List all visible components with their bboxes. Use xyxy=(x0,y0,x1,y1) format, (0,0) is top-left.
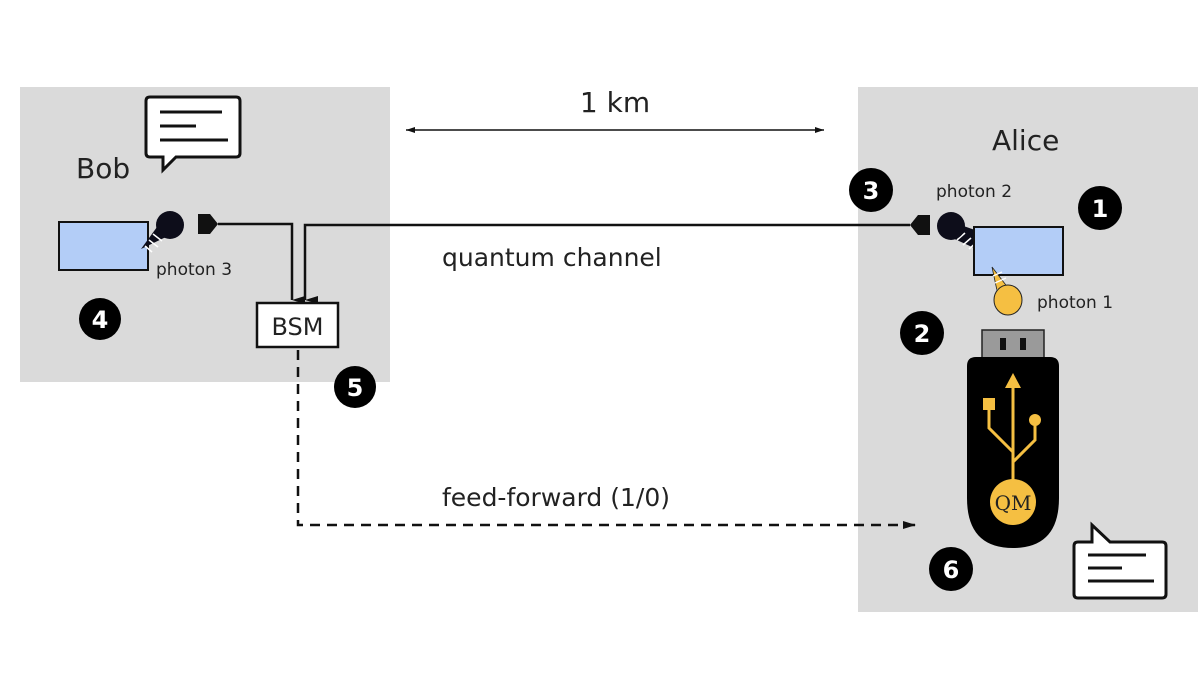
step-marker-1: 1 xyxy=(1078,186,1122,230)
svg-text:6: 6 xyxy=(943,556,960,584)
distance-label: 1 km xyxy=(580,86,650,119)
svg-text:5: 5 xyxy=(347,374,364,402)
feedforward-line xyxy=(296,350,916,529)
bob-fiber xyxy=(218,222,305,304)
bob-message-icon xyxy=(144,95,242,174)
quantum-memory-badge xyxy=(990,479,1036,525)
quantum-memory-label: QM xyxy=(995,491,1032,515)
photon-3-icon xyxy=(141,211,184,253)
step-marker-4: 4 xyxy=(79,298,121,340)
svg-text:2: 2 xyxy=(914,320,931,348)
alice-label: Alice xyxy=(992,124,1059,157)
photon-2-label: photon 2 xyxy=(936,182,1012,202)
svg-text:4: 4 xyxy=(92,306,109,334)
alice-fiber-connector xyxy=(910,215,930,235)
bob-photon-source xyxy=(58,221,149,271)
bob-label: Bob xyxy=(76,152,130,185)
photon-1-label: photon 1 xyxy=(1037,293,1113,313)
alice-photon-source xyxy=(973,226,1064,276)
quantum-memory-usb-icon: QM xyxy=(967,329,1059,548)
photon-1-icon xyxy=(991,266,1023,316)
quantum-channel-line xyxy=(303,223,910,304)
step-marker-5: 5 xyxy=(334,366,376,408)
photon-3-label: photon 3 xyxy=(156,260,232,280)
distance-indicator: 1 km xyxy=(406,86,824,133)
bsm-box: BSM xyxy=(255,301,340,349)
alice-message-icon xyxy=(1072,521,1168,600)
step-marker-2: 2 xyxy=(900,311,944,355)
svg-text:1: 1 xyxy=(1092,195,1109,223)
svg-text:3: 3 xyxy=(863,177,880,205)
step-marker-6: 6 xyxy=(929,547,973,591)
step-marker-3: 3 xyxy=(849,168,893,212)
bsm-label: BSM xyxy=(272,313,324,341)
quantum-channel-label: quantum channel xyxy=(442,243,662,272)
feedforward-label: feed-forward (1/0) xyxy=(442,483,670,512)
bob-fiber-connector xyxy=(198,214,218,234)
